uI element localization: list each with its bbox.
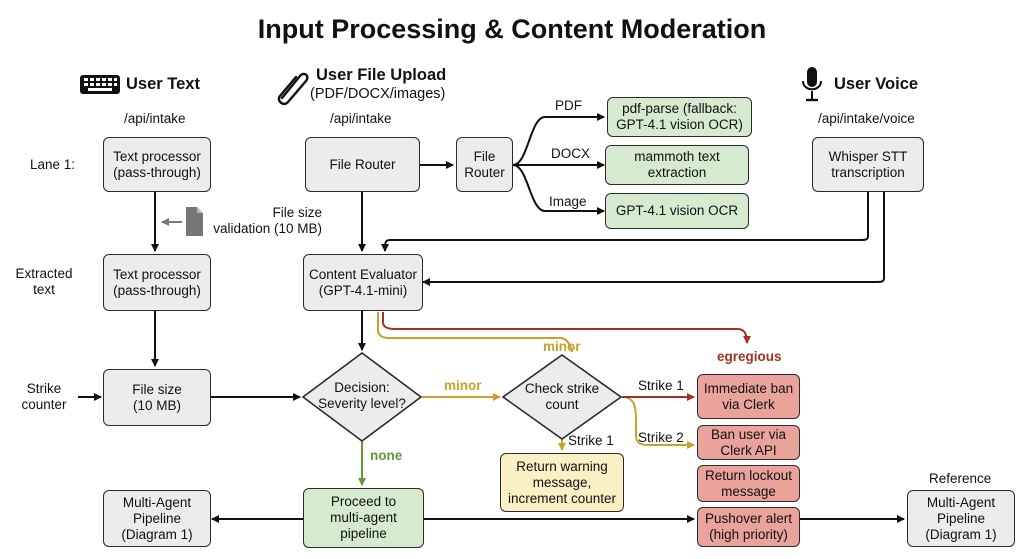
return-warning-box: Return warning message, increment counte… <box>500 453 624 512</box>
text-processor-extracted: Text processor (pass-through) <box>103 254 211 311</box>
user-file-upload-header: User File Upload <box>316 66 447 84</box>
strike1-lower-label: Strike 1 <box>568 433 614 448</box>
multi-agent-pipeline-right: Multi-Agent Pipeline (Diagram 1) <box>907 490 1015 547</box>
strike1-upper-label: Strike 1 <box>638 378 684 393</box>
immediate-ban-box: Immediate ban via Clerk <box>697 374 800 419</box>
file-router-main: File Router <box>305 137 420 192</box>
text-processor-lane1: Text processor (pass-through) <box>103 137 211 192</box>
docx-edge-label: DOCX <box>551 146 591 161</box>
content-evaluator-box: Content Evaluator (GPT-4.1-mini) <box>303 254 423 311</box>
paperclip-icon <box>274 66 310 106</box>
none-label: none <box>370 448 403 463</box>
check-strike-diamond-shape <box>501 354 623 440</box>
return-lockout-box: Return lockout message <box>697 465 800 502</box>
file-router-small: File Router <box>456 137 513 192</box>
user-voice-header: User Voice <box>834 75 919 93</box>
pdf-parse-box: pdf-parse (fallback: GPT-4.1 vision OCR) <box>607 97 752 137</box>
strike-counter-label: Strike counter <box>21 381 67 412</box>
vision-ocr-box: GPT-4.1 vision OCR <box>605 193 749 229</box>
whisper-stt-box: Whisper STT transcription <box>812 137 924 192</box>
minor-mid-label: minor <box>444 378 482 393</box>
file-types-subtitle: (PDF/DOCX/images) <box>310 86 446 102</box>
file-size-validation-label: File size validation (10 MB) <box>213 205 322 236</box>
voice-endpoint: /api/intake/voice <box>818 111 915 126</box>
microphone-icon <box>800 67 824 103</box>
extracted-text-label: Extracted text <box>15 266 73 297</box>
multi-agent-pipeline-left: Multi-Agent Pipeline (Diagram 1) <box>103 490 211 547</box>
proceed-multi-agent-box: Proceed to multi-agent pipeline <box>303 488 424 548</box>
reference-label: Reference <box>929 471 992 486</box>
diagram-title: Input Processing & Content Moderation <box>257 14 767 44</box>
decision-severity-label: Decision: Severity level? <box>318 380 406 411</box>
egregious-label: egregious <box>717 349 782 364</box>
pushover-alert-box: Pushover alert (high priority) <box>697 507 800 547</box>
user-text-header: User Text <box>126 75 200 93</box>
pdf-edge-label: PDF <box>555 98 582 113</box>
keyboard-icon <box>80 75 120 94</box>
file-endpoint: /api/intake <box>330 111 392 126</box>
minor-top-label: minor <box>543 339 581 354</box>
strike2-label: Strike 2 <box>638 430 684 445</box>
file-size-box: File size (10 MB) <box>103 369 211 426</box>
mammoth-extraction-box: mammoth text extraction <box>605 145 749 185</box>
check-strike-label: Check strike count <box>524 381 600 412</box>
decision-diamond-shape <box>301 352 423 442</box>
ban-user-box: Ban user via Clerk API <box>697 425 800 460</box>
lane1-label: Lane 1: <box>30 157 76 172</box>
document-icon <box>186 207 203 236</box>
image-edge-label: Image <box>549 194 587 209</box>
text-endpoint: /api/intake <box>124 111 186 126</box>
